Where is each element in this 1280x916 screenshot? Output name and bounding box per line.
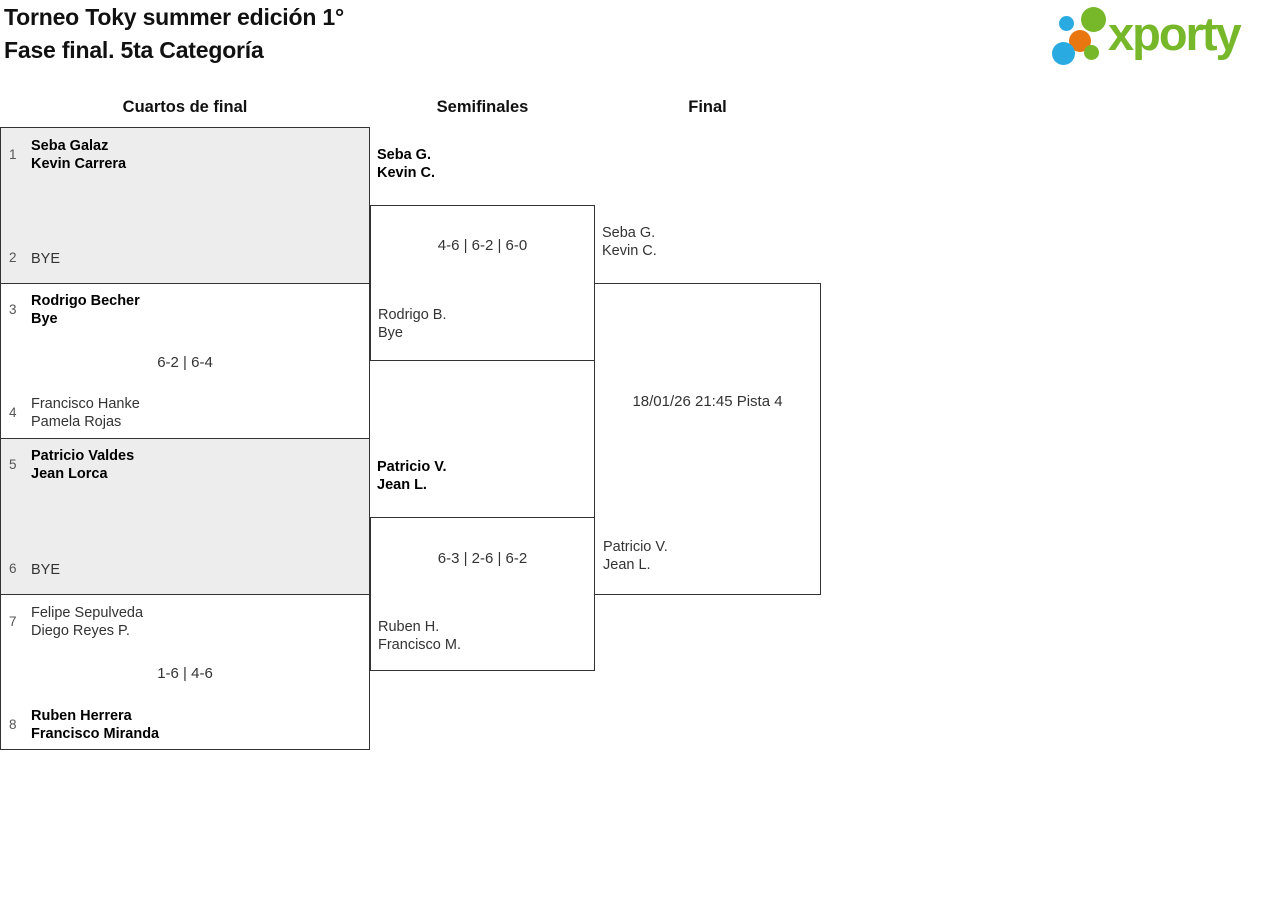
team-qf1-top: Seba Galaz Kevin Carrera (31, 137, 126, 173)
xporty-logo[interactable]: xporty (1050, 4, 1278, 70)
match-qf-2[interactable]: 3 Rodrigo Becher Bye 6-2 | 6-4 4 Francis… (0, 283, 370, 439)
team-name-line: Kevin Carrera (31, 156, 127, 172)
logo-dot-green-small-icon (1084, 45, 1099, 60)
team-name-line: Ruben H. (378, 619, 440, 635)
logo-dot-blue-small-icon (1059, 16, 1074, 31)
final-match-info: 18/01/26 21:45 Pista 4 (632, 393, 783, 410)
seed-number: 1 (9, 147, 17, 162)
match-sf-2[interactable]: 6-3 | 2-6 | 6-2 Ruben H. Francisco M. (370, 517, 595, 671)
sf2-top-team-label: Patricio V. Jean L. (377, 458, 447, 494)
team-name-line: Patricio Valdes (31, 448, 135, 464)
page-title: Torneo Toky summer edición 1° Fase final… (4, 1, 344, 67)
match-qf-3[interactable]: 5 Patricio Valdes Jean Lorca 6 BYE (0, 438, 370, 595)
team-name-line: Rodrigo B. (378, 307, 447, 323)
sf1-bottom-team-label: Rodrigo B. Bye (378, 306, 447, 342)
team-name-line: Rodrigo Becher (31, 293, 140, 309)
team-name-line: Kevin C. (377, 165, 436, 181)
seed-number: 7 (9, 614, 17, 629)
round-header-semifinals: Semifinales (436, 98, 529, 116)
team-name-line: BYE (31, 251, 61, 267)
team-name-line: Patricio V. (377, 459, 447, 475)
team-name-line: Ruben Herrera (31, 708, 132, 724)
team-qf3-top: Patricio Valdes Jean Lorca (31, 447, 134, 483)
match-score: 6-2 | 6-4 (157, 354, 213, 371)
team-name-line: Jean L. (377, 477, 427, 493)
seed-number: 4 (9, 405, 17, 420)
team-name-line: Seba G. (377, 147, 431, 163)
logo-wordmark: xporty (1108, 7, 1242, 60)
sf1-top-team-label: Seba G. Kevin C. (377, 146, 435, 182)
match-sf-1[interactable]: 4-6 | 6-2 | 6-0 Rodrigo B. Bye (370, 205, 595, 361)
team-name-line: Bye (378, 325, 403, 341)
logo-dot-blue-large-icon (1052, 42, 1075, 65)
final-bottom-team-label: Patricio V. Jean L. (603, 538, 668, 574)
round-header-final: Final (688, 98, 727, 116)
tournament-title: Torneo Toky summer edición 1° (4, 4, 344, 30)
team-name-line: Seba G. (602, 225, 656, 241)
final-top-team-label: Seba G. Kevin C. (602, 224, 657, 260)
team-name-line: Francisco M. (378, 637, 461, 653)
team-name-line: Felipe Sepulveda (31, 605, 144, 621)
match-qf-4[interactable]: 7 Felipe Sepulveda Diego Reyes P. 1-6 | … (0, 594, 370, 750)
phase-subtitle: Fase final. 5ta Categoría (4, 37, 264, 63)
team-qf4-top: Felipe Sepulveda Diego Reyes P. (31, 604, 143, 640)
round-header-quarterfinals: Cuartos de final (122, 98, 248, 116)
sf2-bottom-team-label: Ruben H. Francisco M. (378, 618, 461, 654)
team-qf3-bottom: BYE (31, 561, 60, 579)
team-qf2-top: Rodrigo Becher Bye (31, 292, 140, 328)
team-name-line: Pamela Rojas (31, 414, 122, 430)
seed-number: 5 (9, 457, 17, 472)
seed-number: 8 (9, 717, 17, 732)
team-name-line: Seba Galaz (31, 138, 109, 154)
team-name-line: Francisco Hanke (31, 396, 140, 412)
match-score: 6-3 | 2-6 | 6-2 (437, 550, 528, 567)
team-name-line: Diego Reyes P. (31, 623, 130, 639)
match-qf-1[interactable]: 1 Seba Galaz Kevin Carrera 2 BYE (0, 127, 370, 284)
team-qf1-bottom: BYE (31, 250, 60, 268)
logo-dot-green-large-icon (1081, 7, 1106, 32)
team-qf2-bottom: Francisco Hanke Pamela Rojas (31, 395, 140, 431)
team-name-line: Kevin C. (602, 243, 657, 259)
seed-number: 6 (9, 561, 17, 576)
team-name-line: Patricio V. (603, 539, 668, 555)
match-final[interactable]: 18/01/26 21:45 Pista 4 Patricio V. Jean … (594, 283, 821, 595)
seed-number: 3 (9, 302, 17, 317)
team-name-line: Jean L. (603, 557, 651, 573)
team-name-line: Bye (31, 311, 58, 327)
team-qf4-bottom: Ruben Herrera Francisco Miranda (31, 707, 159, 743)
team-name-line: Francisco Miranda (31, 726, 160, 742)
seed-number: 2 (9, 250, 17, 265)
match-score: 4-6 | 6-2 | 6-0 (437, 237, 528, 254)
team-name-line: Jean Lorca (31, 466, 108, 482)
team-name-line: BYE (31, 562, 61, 578)
match-score: 1-6 | 4-6 (157, 665, 213, 682)
